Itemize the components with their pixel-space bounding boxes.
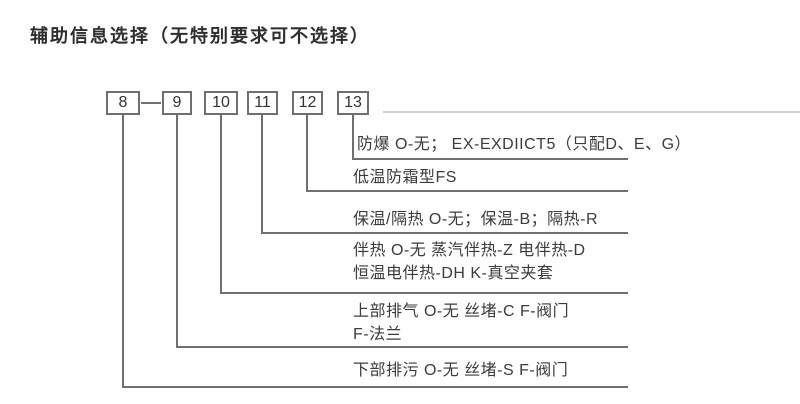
desc-box12: 低温防霜型FS bbox=[353, 166, 457, 189]
connector-hline-12 bbox=[306, 190, 628, 192]
page-title: 辅助信息选择（无特别要求可不选择） bbox=[30, 26, 370, 46]
connector-vline-13 bbox=[352, 115, 354, 158]
desc-box10-line1: 伴热 O-无 蒸汽伴热-Z 电伴热-D bbox=[353, 242, 586, 259]
desc-box9-line1: 上部排气 O-无 丝堵-C F-阀门 bbox=[353, 303, 570, 320]
connector-hline-8 bbox=[122, 386, 628, 388]
desc-box10-line2: 恒温电伴热-DH K-真空夹套 bbox=[353, 265, 554, 282]
desc-box10: 伴热 O-无 蒸汽伴热-Z 电伴热-D 恒温电伴热-DH K-真空夹套 bbox=[353, 239, 586, 285]
desc-box8: 下部排污 O-无 丝堵-S F-阀门 bbox=[353, 359, 568, 382]
desc-box12-line1: 低温防霜型FS bbox=[353, 169, 457, 186]
desc-box9: 上部排气 O-无 丝堵-C F-阀门 F-法兰 bbox=[353, 300, 569, 346]
connector-hline-9 bbox=[176, 346, 628, 348]
dash-separator bbox=[141, 102, 161, 104]
code-box-12: 12 bbox=[292, 91, 323, 115]
desc-box9-line2: F-法兰 bbox=[353, 326, 403, 343]
desc-box11: 保温/隔热 O-无；保温-B；隔热-R bbox=[353, 208, 598, 231]
connector-vline-12 bbox=[306, 115, 308, 190]
faint-rule bbox=[383, 111, 800, 113]
code-box-8: 8 bbox=[106, 91, 140, 115]
connector-vline-11 bbox=[261, 115, 263, 232]
desc-box8-line1: 下部排污 O-无 丝堵-S F-阀门 bbox=[353, 362, 569, 379]
connector-hline-10 bbox=[220, 292, 628, 294]
desc-box11-line1: 保温/隔热 O-无；保温-B；隔热-R bbox=[353, 211, 599, 228]
code-box-10: 10 bbox=[204, 91, 238, 115]
connector-hline-13 bbox=[352, 158, 628, 160]
connector-hline-11 bbox=[261, 232, 628, 234]
desc-box13-line1: 防爆 O-无； EX-EXDIICT5（只配D、E、G） bbox=[357, 136, 692, 153]
connector-vline-9 bbox=[176, 115, 178, 346]
code-box-13: 13 bbox=[337, 91, 369, 115]
code-box-11: 11 bbox=[247, 91, 278, 115]
connector-vline-10 bbox=[220, 115, 222, 292]
desc-box13: 防爆 O-无； EX-EXDIICT5（只配D、E、G） bbox=[357, 133, 691, 156]
code-box-9: 9 bbox=[162, 91, 192, 115]
connector-vline-8 bbox=[122, 115, 124, 386]
